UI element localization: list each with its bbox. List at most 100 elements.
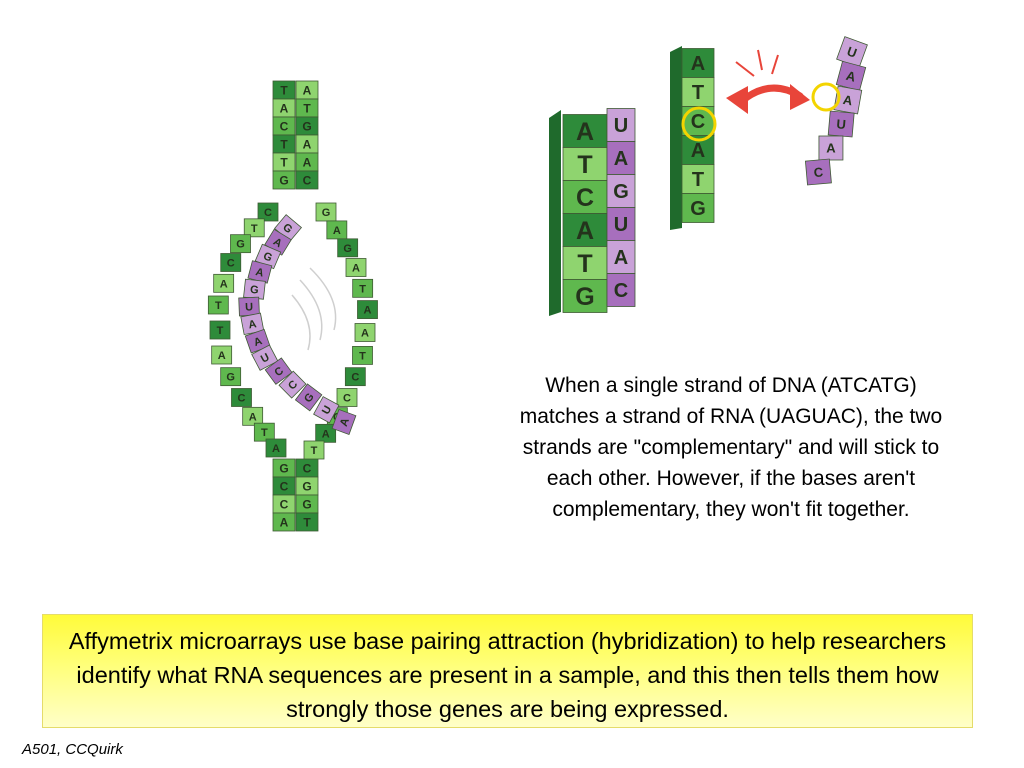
- paired-rna-base-letter: G: [613, 181, 629, 203]
- mismatch-rna-base-letter: U: [836, 116, 847, 132]
- helix-right-strand-base: A: [354, 323, 376, 342]
- summary-banner: Affymetrix microarrays use base pairing …: [42, 614, 973, 728]
- helix-right-strand-base: A: [357, 300, 378, 319]
- mismatch-dna-base: T: [681, 164, 715, 194]
- helix-rna-strand-base: U: [238, 296, 260, 317]
- paired-rna-base: G: [606, 174, 636, 208]
- paired-dna-base: G: [562, 279, 608, 313]
- mismatch-dna-base: A: [681, 48, 715, 78]
- helix-left-strand-base: C: [231, 388, 252, 407]
- helix-rna-strand-base: C: [264, 357, 293, 385]
- helix-rna-strand-base-letter: A: [252, 335, 264, 349]
- helix-left-strand-base-letter: T: [215, 300, 222, 312]
- helix-top-right-base-letter: C: [303, 173, 312, 187]
- paired-dna-base: A: [562, 213, 608, 247]
- paired-dna-base-letter: C: [576, 184, 594, 212]
- helix-bottom-left-base-letter: C: [280, 479, 289, 493]
- mismatch-dna-base: G: [681, 193, 715, 223]
- helix-bottom-right-base-letter: C: [303, 461, 312, 475]
- paired-rna-base-letter: A: [614, 247, 628, 269]
- helix-bottom-right-base: G: [295, 494, 319, 514]
- helix-top-left-base: T: [272, 80, 296, 100]
- helix-rna-strand-base-letter: U: [245, 301, 253, 313]
- helix-top-right-base: C: [295, 170, 319, 190]
- helix-left-strand-base-letter: A: [249, 411, 257, 423]
- paired-rna-base: C: [606, 273, 636, 307]
- mismatch-rna-base: C: [804, 158, 832, 186]
- helix-rna-strand-base: A: [244, 328, 271, 354]
- helix-rna-strand-base: G: [243, 278, 266, 300]
- paired-dna-base: C: [562, 180, 608, 214]
- paired-dna-base-letter: A: [576, 217, 594, 245]
- helix-right-strand-base-letter: A: [361, 327, 369, 339]
- helix-top-right-base: A: [295, 134, 319, 154]
- helix-bottom-left-base: C: [272, 494, 296, 514]
- helix-right-strand-base-letter: A: [333, 225, 341, 237]
- helix-right-strand-base: A: [315, 423, 337, 443]
- mismatch-rna-base-letter: C: [813, 164, 824, 180]
- helix-rna-strand-base-letter: A: [247, 318, 257, 331]
- helix-top-right-base-letter: A: [303, 155, 312, 169]
- helix-bottom-left-base: G: [272, 458, 296, 478]
- helix-left-strand-base: T: [207, 295, 229, 315]
- helix-rna-strand-base: A: [247, 260, 273, 284]
- helix-left-strand-base-letter: C: [227, 257, 235, 269]
- mismatch-rna-base: A: [835, 60, 867, 92]
- helix-left-strand-base: C: [257, 202, 279, 222]
- helix-bottom-left-base: A: [272, 512, 296, 532]
- mismatch-rna-base: U: [827, 110, 855, 138]
- helix-right-strand-base-letter: C: [343, 392, 351, 404]
- helix-right-strand-base-letter: A: [322, 428, 330, 440]
- helix-top-right-base: G: [295, 116, 319, 136]
- helix-left-strand-base-letter: A: [220, 278, 228, 290]
- mismatch-rna-base: U: [836, 36, 868, 68]
- mismatch-dna-base-letter: C: [691, 111, 705, 133]
- helix-left-strand-base: T: [243, 218, 265, 238]
- helix-top-right-base-letter: A: [303, 83, 312, 97]
- helix-bottom-right-base-letter: T: [303, 515, 311, 529]
- helix-right-strand-base-letter: A: [352, 262, 360, 274]
- helix-right-strand-base: A: [345, 258, 367, 277]
- helix-bottom-right-base: T: [295, 512, 319, 532]
- mismatch-highlight-rna: [811, 82, 841, 112]
- helix-top-left-base: T: [272, 152, 296, 172]
- helix-left-strand-base: G: [220, 367, 242, 387]
- helix-bottom-left-base: C: [272, 476, 296, 496]
- helix-right-strand-base-letter: A: [364, 305, 372, 317]
- helix-bottom-right-base: C: [295, 458, 319, 478]
- mismatch-rna-base-letter: A: [826, 141, 836, 156]
- helix-bottom-left-base-letter: C: [280, 497, 289, 511]
- paired-rna-base: A: [606, 240, 636, 274]
- helix-top-right-base-letter: T: [303, 101, 311, 115]
- paired-dna-base-letter: T: [577, 151, 592, 179]
- impact-line: [735, 61, 755, 77]
- helix-rna-strand-base: G: [294, 383, 323, 412]
- mismatch-dna-base-letter: A: [691, 140, 705, 162]
- helix-rna-strand-base-letter: G: [249, 284, 259, 297]
- helix-right-strand-base: G: [337, 238, 359, 258]
- paired-rna-base: A: [606, 141, 636, 175]
- mismatch-highlight-dna: [681, 106, 717, 142]
- helix-top-left-base: A: [272, 98, 296, 118]
- credit-text: A501, CCQuirk: [22, 741, 123, 758]
- helix-right-strand-base-letter: T: [311, 445, 318, 457]
- mismatch-dna-base-letter: T: [692, 169, 704, 191]
- paired-dna-base-letter: T: [577, 250, 592, 278]
- helix-top-right-base-letter: A: [303, 137, 312, 151]
- helix-right-strand-base-letter: G: [322, 207, 331, 219]
- helix-rna-strand-base: C: [278, 370, 307, 399]
- helix-top-left-base: G: [272, 170, 296, 190]
- helix-top-left-base-letter: G: [279, 173, 288, 187]
- helix-left-strand-base-letter: G: [236, 239, 245, 251]
- helix-top-left-base: C: [272, 116, 296, 136]
- helix-rna-strand-base: G: [273, 214, 303, 242]
- mismatch-rna-base: A: [833, 85, 863, 115]
- helix-left-strand-base: T: [253, 422, 275, 442]
- helix-top-left-base-letter: T: [280, 83, 288, 97]
- paired-dna-base-letter: G: [575, 283, 594, 311]
- mismatch-rna-base-letter: A: [842, 92, 854, 109]
- helix-right-strand-base: C: [344, 367, 366, 387]
- helix-top-left-base-letter: C: [280, 119, 289, 133]
